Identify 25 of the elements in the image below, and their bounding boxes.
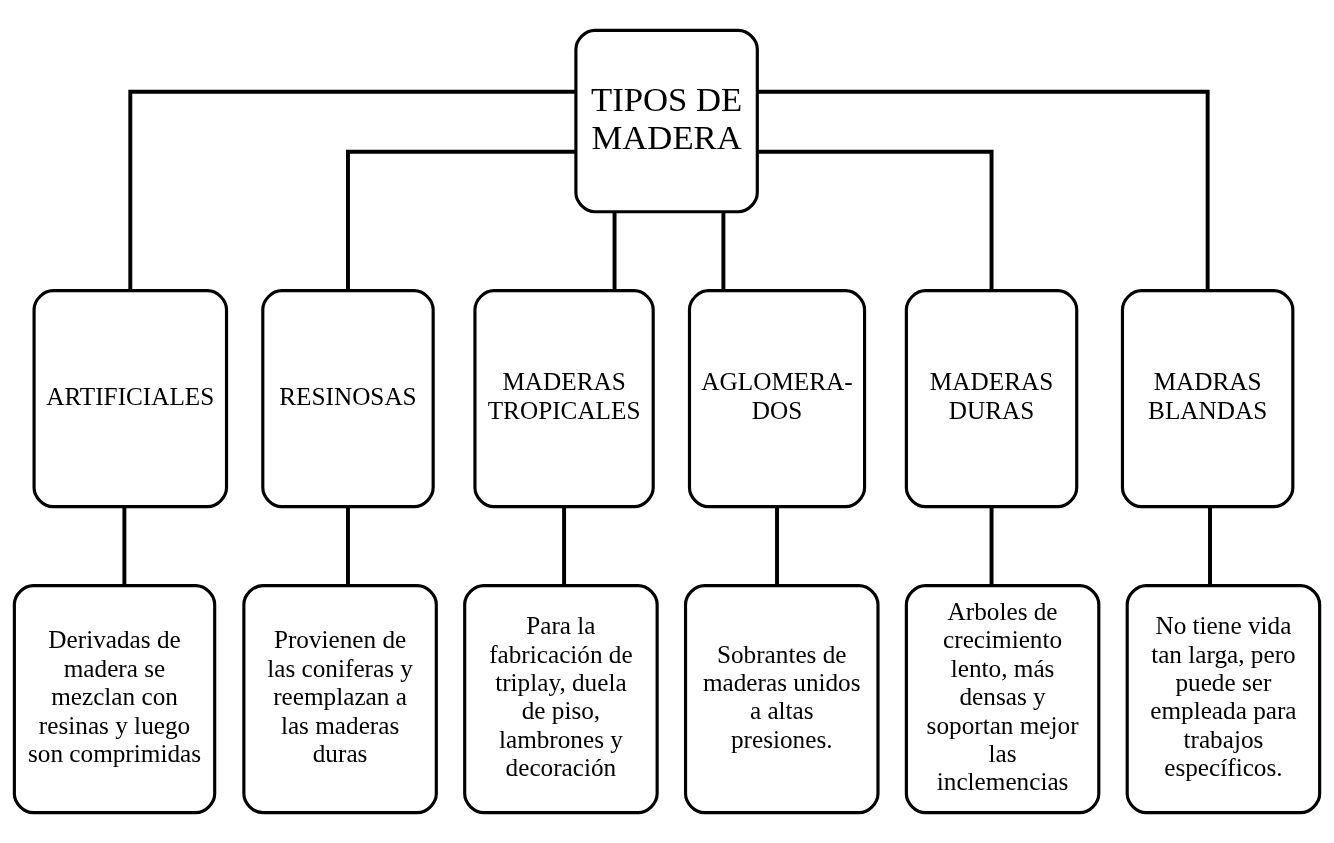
connector — [757, 149, 994, 291]
connector — [989, 506, 994, 586]
connector — [612, 211, 617, 291]
node-box: MADERAS TROPICALES — [473, 289, 655, 509]
node-box: Provienen de las coniferas y reemplazan a las maderas duras — [242, 583, 438, 815]
connector — [122, 506, 127, 586]
connector — [128, 89, 576, 291]
node-box: Para la fabricación de triplay, duela de piso, lambrones y decoración — [463, 583, 659, 815]
node-box: No tiene vida tan larga, pero puede ser empleada para trabajos específicos. — [1125, 583, 1322, 815]
connector — [562, 506, 567, 586]
connector — [775, 506, 779, 586]
node-box: Sobrantes de maderas unidos a altas presiones. — [683, 583, 880, 815]
connector — [757, 89, 1210, 291]
node-box: Derivadas de madera se mezclan con resinas y luego son comprimidas — [12, 583, 217, 815]
node-box: TIPOS DE MADERA — [574, 28, 759, 214]
node-box: MADERAS DURAS — [904, 289, 1079, 509]
connector — [721, 211, 726, 291]
node-box: RESINOSAS — [261, 289, 435, 509]
connector — [1208, 506, 1212, 586]
node-box: AGLOMERA- DOS — [687, 289, 867, 509]
node-box: Arboles de crecimiento lento, más densas y soportan mejor las inclemencias — [904, 583, 1101, 815]
node-box: ARTIFICIALES — [32, 289, 229, 509]
connector — [346, 506, 350, 586]
connector — [346, 149, 576, 291]
node-box: MADRAS BLANDAS — [1120, 289, 1295, 509]
